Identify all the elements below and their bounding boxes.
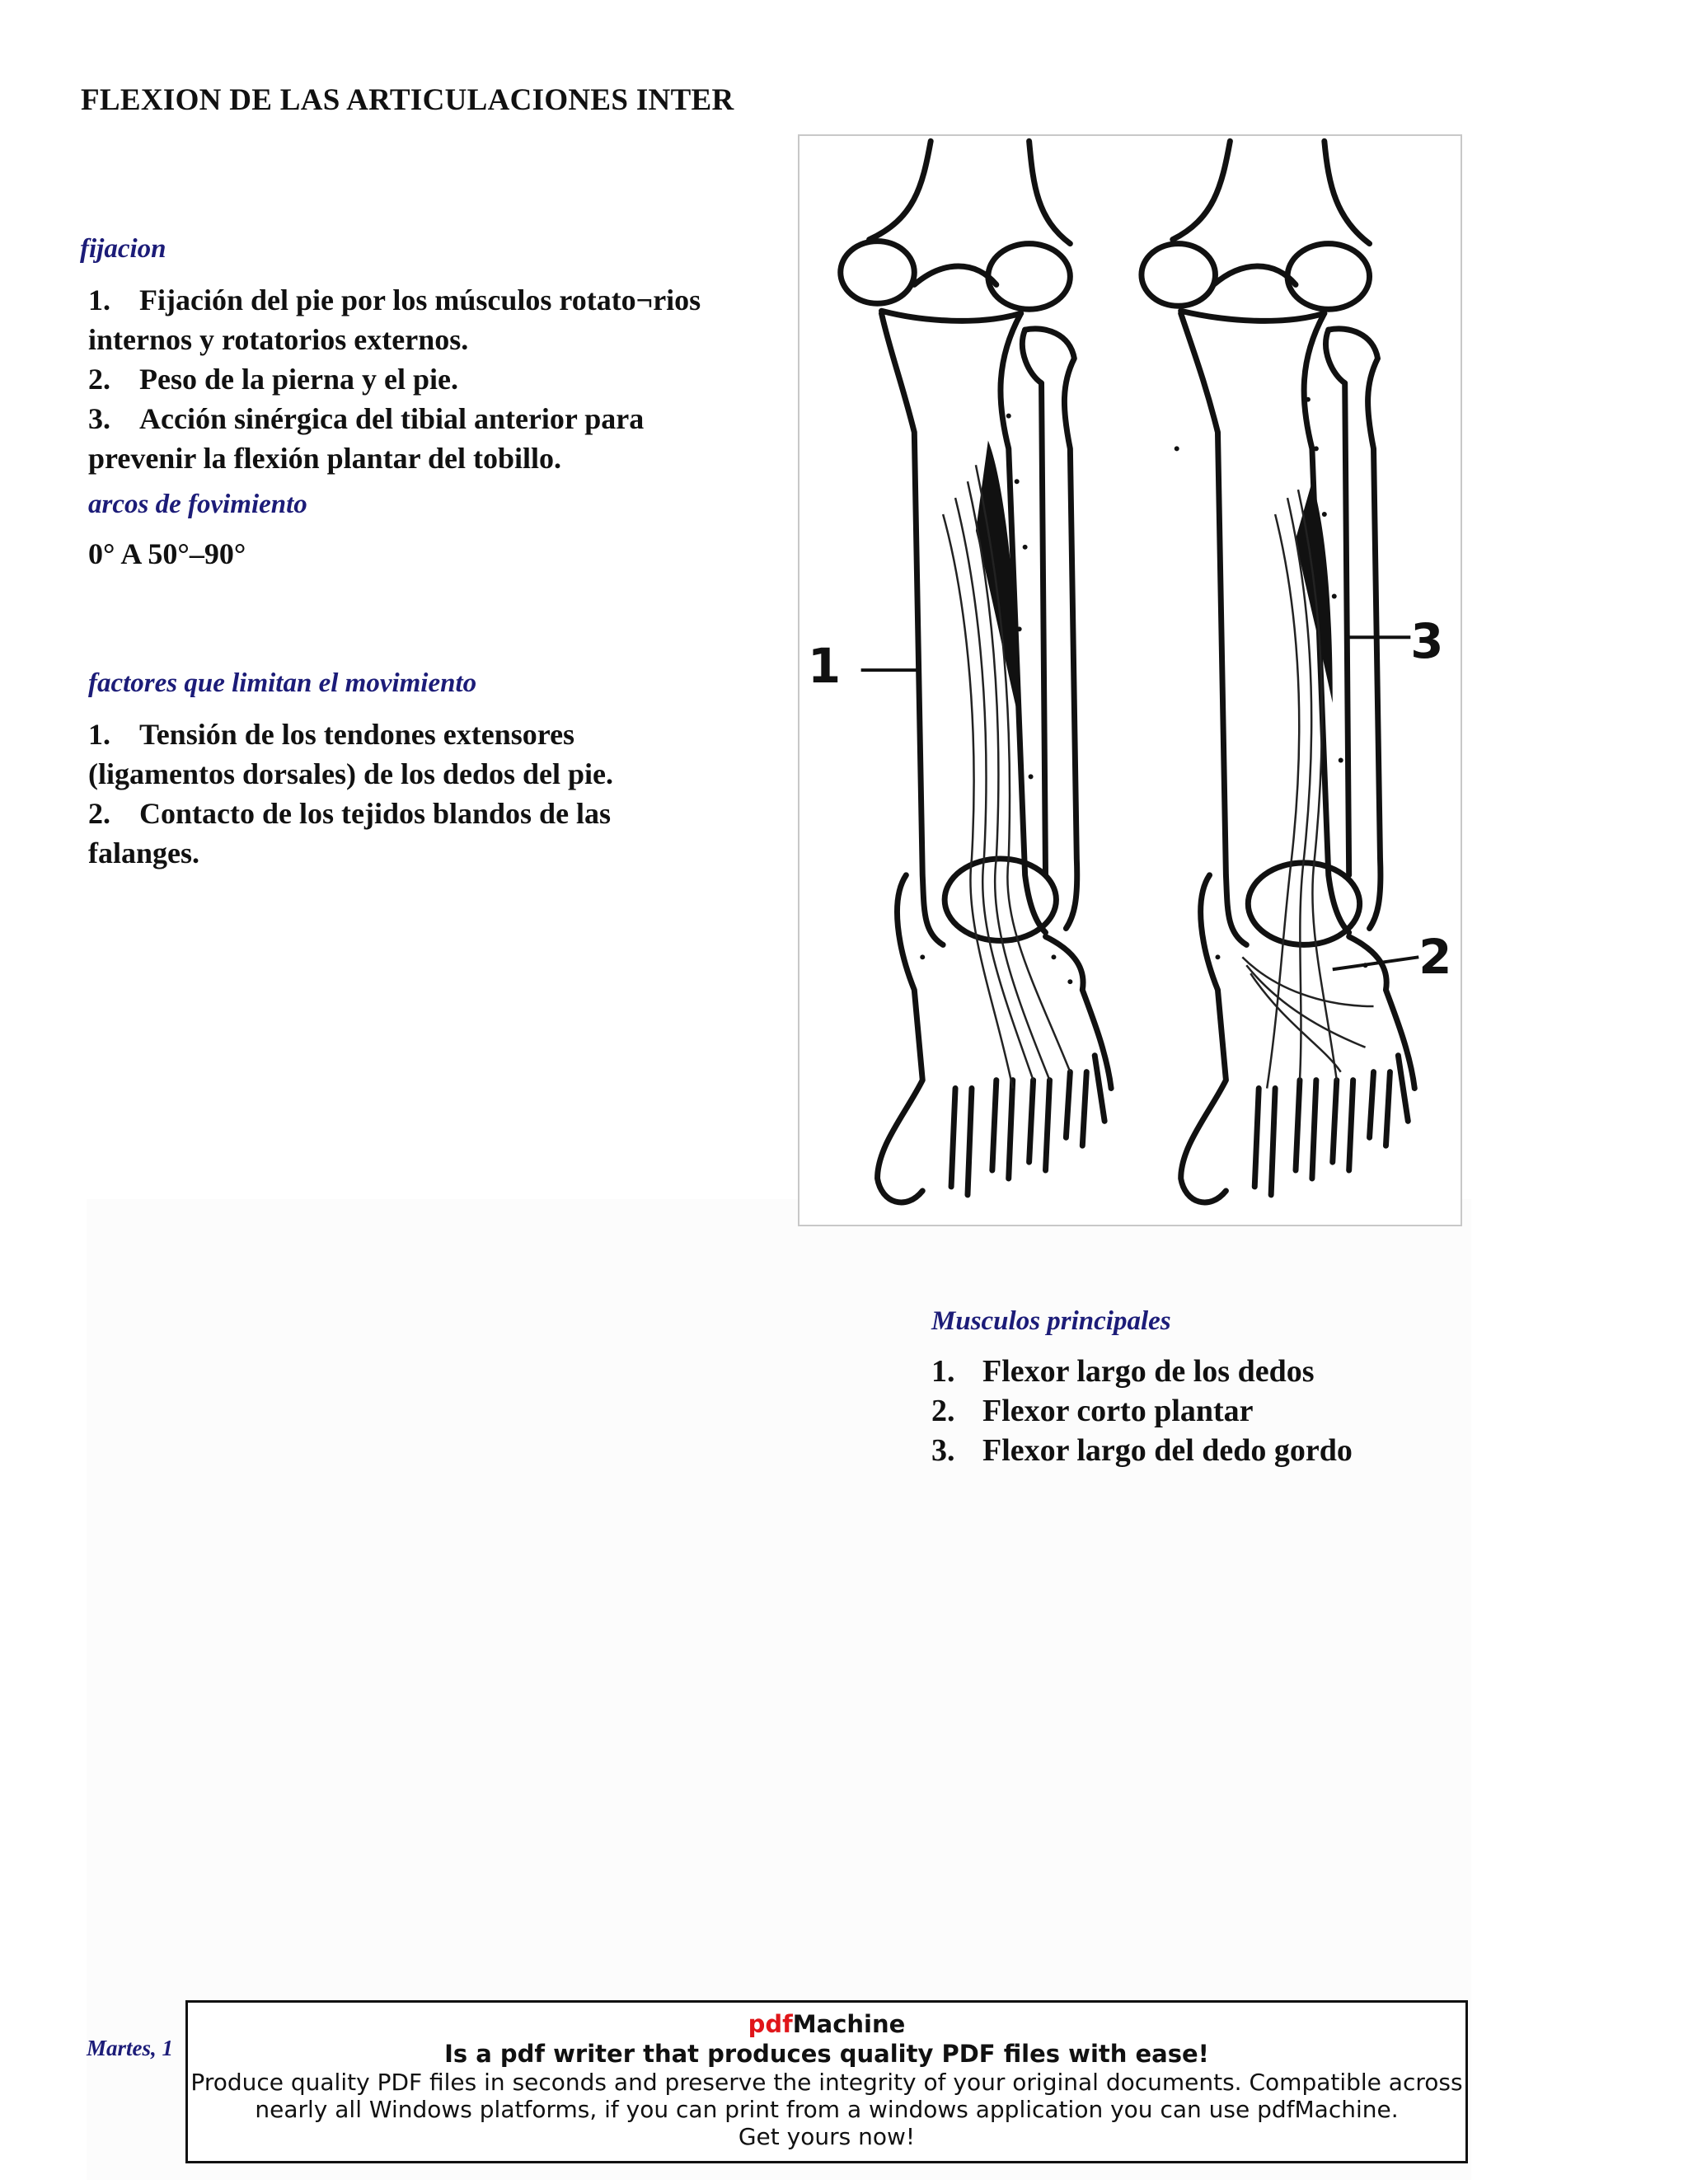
musculo-item-1: 1.Flexor largo de los dedos bbox=[931, 1354, 1315, 1389]
heading-factores: factores que limitan el movimiento bbox=[88, 668, 477, 698]
heading-fijacion: fijacion bbox=[80, 234, 166, 264]
heading-arcos: arcos de fovimiento bbox=[88, 490, 307, 519]
factores-item-2-cont: falanges. bbox=[88, 837, 199, 869]
ad-line-3: Get yours now! bbox=[738, 2123, 916, 2150]
factores-item-2: 2.Contacto de los tejidos blandos de las bbox=[88, 797, 612, 830]
page-title: FLEXION DE LAS ARTICULACIONES INTER bbox=[81, 83, 734, 117]
fijacion-item-2: 2.Peso de la pierna y el pie. bbox=[88, 363, 458, 396]
musculo-item-3: 3.Flexor largo del dedo gordo bbox=[931, 1433, 1353, 1468]
ad-brand: pdfMachine bbox=[748, 2010, 906, 2038]
ad-line-2: nearly all Windows platforms, if you can… bbox=[255, 2096, 1399, 2123]
figure-label-3: 3 bbox=[1410, 613, 1443, 669]
fijacion-item-1-cont: internos y rotatorios externos. bbox=[88, 323, 469, 356]
factores-list: 1.Tensión de los tendones extensores (li… bbox=[88, 715, 613, 873]
fijacion-item-3-cont: prevenir la flexión plantar del tobillo. bbox=[88, 442, 562, 475]
footer-date: Martes, 1 bbox=[87, 2036, 174, 2060]
anatomy-figure: 1 3 2 bbox=[798, 134, 1462, 1226]
ad-tagline: Is a pdf writer that produces quality PD… bbox=[444, 2040, 1209, 2068]
factores-item-1-cont: (ligamentos dorsales) de los dedos del p… bbox=[88, 757, 614, 790]
leg-foot-illustration: 1 3 2 bbox=[808, 138, 1451, 1206]
fijacion-item-3: 3.Acción sinérgica del tibial anterior p… bbox=[88, 402, 645, 435]
fijacion-list: 1.Fijación del pie por los músculos rota… bbox=[88, 280, 701, 478]
ad-line-1: Produce quality PDF files in seconds and… bbox=[190, 2069, 1463, 2096]
figure-label-2: 2 bbox=[1418, 929, 1451, 985]
fijacion-item-1: 1.Fijación del pie por los músculos rota… bbox=[88, 284, 701, 316]
pdfmachine-banner: pdfMachine Is a pdf writer that produces… bbox=[185, 2000, 1468, 2163]
factores-item-1: 1.Tensión de los tendones extensores bbox=[88, 718, 575, 751]
arcos-value: 0° A 50°–90° bbox=[88, 537, 246, 570]
heading-musculos: Musculos principales bbox=[931, 1306, 1171, 1336]
figure-label-1: 1 bbox=[808, 638, 841, 694]
musculos-list: 1.Flexor largo de los dedos 2.Flexor cor… bbox=[931, 1352, 1353, 1470]
musculo-item-2: 2.Flexor corto plantar bbox=[931, 1394, 1254, 1428]
